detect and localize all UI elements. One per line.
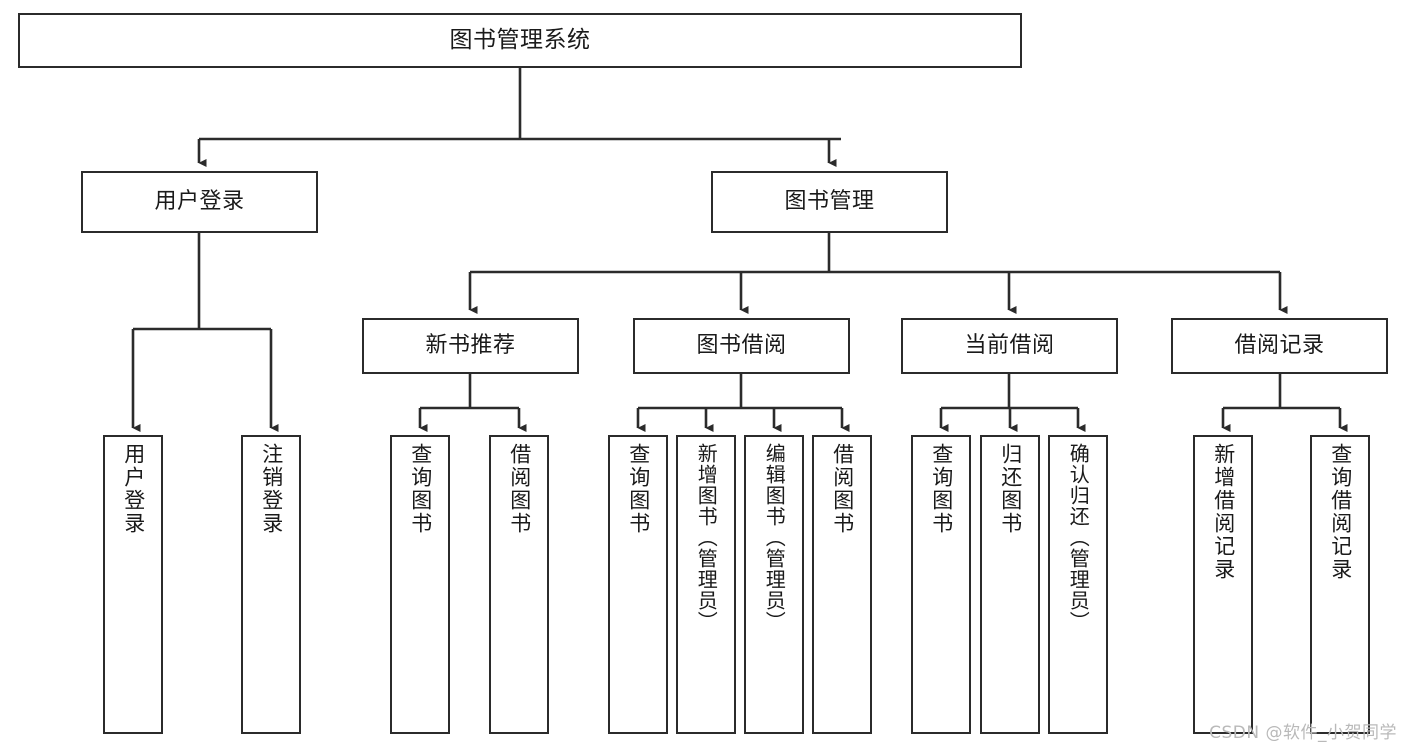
node-label: 查询图书 xyxy=(408,443,433,535)
node-label: 图书借阅 xyxy=(696,333,787,359)
node-label: 归还图书 xyxy=(998,443,1023,535)
node-label: 新书推荐 xyxy=(425,333,516,359)
node-borrow-record[interactable]: 借阅记录 xyxy=(1171,318,1388,374)
node-label: 编辑图书（管理员） xyxy=(762,443,787,632)
leaf-query-book-borrow[interactable]: 查询图书 xyxy=(608,435,668,734)
node-label: 借阅图书 xyxy=(830,443,855,535)
leaf-add-book-admin[interactable]: 新增图书（管理员） xyxy=(676,435,736,734)
leaf-edit-book-admin[interactable]: 编辑图书（管理员） xyxy=(744,435,804,734)
leaf-borrow-book[interactable]: 借阅图书 xyxy=(812,435,872,734)
leaf-query-borrow-record[interactable]: 查询借阅记录 xyxy=(1310,435,1370,734)
node-label: 确认归还（管理员） xyxy=(1066,443,1091,632)
node-label: 借阅图书 xyxy=(507,443,532,535)
leaf-user-login[interactable]: 用户登录 xyxy=(103,435,163,734)
leaf-confirm-return-admin[interactable]: 确认归还（管理员） xyxy=(1048,435,1108,734)
leaf-logout-login[interactable]: 注销登录 xyxy=(241,435,301,734)
node-label: 借阅记录 xyxy=(1234,333,1325,359)
leaf-add-borrow-record[interactable]: 新增借阅记录 xyxy=(1193,435,1253,734)
node-label: 查询图书 xyxy=(929,443,954,535)
leaf-borrow-book-recommend[interactable]: 借阅图书 xyxy=(489,435,549,734)
leaf-query-book-current[interactable]: 查询图书 xyxy=(911,435,971,734)
csdn-watermark: CSDN @软件_小贺同学 xyxy=(1209,723,1397,743)
node-root-book-management-system[interactable]: 图书管理系统 xyxy=(18,13,1022,68)
node-current-borrow[interactable]: 当前借阅 xyxy=(901,318,1118,374)
node-book-management[interactable]: 图书管理 xyxy=(711,171,948,233)
node-book-borrow[interactable]: 图书借阅 xyxy=(633,318,850,374)
node-label: 用户登录 xyxy=(154,189,245,215)
node-label: 新增图书（管理员） xyxy=(694,443,719,632)
leaf-query-book-recommend[interactable]: 查询图书 xyxy=(390,435,450,734)
node-label: 查询图书 xyxy=(626,443,651,535)
node-label: 用户登录 xyxy=(121,443,146,535)
node-label: 图书管理系统 xyxy=(449,26,591,53)
leaf-return-book[interactable]: 归还图书 xyxy=(980,435,1040,734)
node-label: 新增借阅记录 xyxy=(1211,443,1236,581)
node-label: 图书管理 xyxy=(784,189,875,215)
node-label: 查询借阅记录 xyxy=(1328,443,1353,581)
node-label: 当前借阅 xyxy=(964,333,1055,359)
node-label: 注销登录 xyxy=(259,443,284,535)
node-new-book-recommend[interactable]: 新书推荐 xyxy=(362,318,579,374)
node-user-login[interactable]: 用户登录 xyxy=(81,171,318,233)
